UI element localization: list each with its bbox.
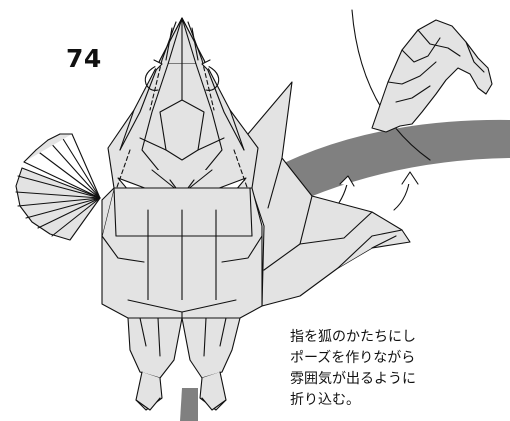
step-number: 74: [66, 44, 102, 73]
caption-line: ポーズを作りながら: [290, 350, 416, 366]
zoom-circle-arc: [351, 9, 431, 161]
fox-hand-detail: [371, 19, 493, 133]
gray-leg-band: [180, 388, 198, 421]
fold-arrow-icon: [401, 171, 419, 185]
instruction-caption: 指を狐のかたちにし ポーズを作りながら 雰囲気が出るように 折り込む。: [290, 327, 500, 411]
rotate-arrow-icon: [201, 59, 211, 71]
rotate-arrow-icon: [144, 63, 161, 91]
rotate-arrow-icon: [203, 63, 220, 91]
legs: [127, 317, 241, 411]
head: [107, 17, 259, 211]
hand-zoom-detail: [351, 9, 493, 161]
folding-fan: [15, 133, 101, 241]
caption-line: 指を狐のかたちにし: [290, 329, 416, 345]
caption-line: 折り込む。: [290, 392, 360, 408]
torso: [101, 187, 263, 319]
right-sleeve: [247, 81, 411, 307]
rotate-arrow-icon: [153, 59, 163, 71]
caption-line: 雰囲気が出るように: [290, 371, 416, 387]
fold-arrow-icon: [339, 175, 355, 187]
gray-shadow-band: [255, 119, 510, 216]
